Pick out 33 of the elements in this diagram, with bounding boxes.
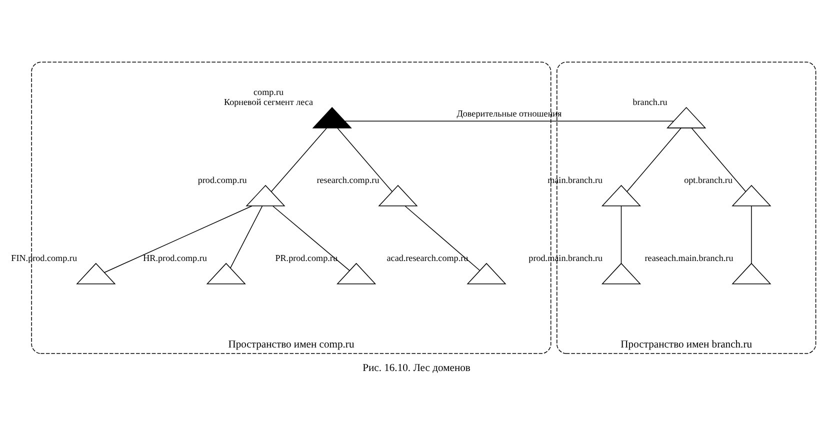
- connector: [626, 127, 682, 192]
- node-triangle: [378, 184, 418, 206]
- node-triangle: [732, 184, 772, 206]
- node-label: research.comp.ru: [316, 174, 380, 184]
- node-triangle: [666, 106, 706, 128]
- node-triangle: [336, 262, 376, 284]
- connector: [337, 127, 392, 192]
- node-triangle: [601, 262, 642, 284]
- node-label: comp.ru: [254, 86, 284, 97]
- caption: Рис. 16.10. Лес доменов: [362, 362, 470, 374]
- node-label: reaseach.main.branch.ru: [644, 252, 734, 262]
- node-label: opt.branch.ru: [684, 174, 733, 184]
- connector: [620, 205, 622, 264]
- node-triangle: [206, 262, 246, 284]
- node-label: HR.prod.comp.ru: [143, 252, 207, 262]
- node-label: prod.comp.ru: [198, 174, 247, 184]
- connector: [271, 127, 328, 192]
- connector: [272, 205, 350, 270]
- node-label: Корневой сегмент леса: [224, 96, 314, 106]
- connector: [691, 127, 746, 192]
- node-triangle: [76, 262, 116, 284]
- node-triangle: [312, 106, 352, 128]
- node-label: FIN.prod.comp.ru: [11, 252, 77, 262]
- node-label: branch.ru: [632, 96, 668, 106]
- node-triangle: [246, 184, 286, 206]
- node-triangle: [601, 184, 642, 206]
- connector: [230, 205, 263, 268]
- connector: [344, 120, 674, 121]
- node-triangle: [466, 262, 506, 284]
- connector: [404, 205, 480, 270]
- connector: [751, 205, 752, 264]
- node-triangle: [732, 262, 772, 284]
- connector: [104, 205, 252, 272]
